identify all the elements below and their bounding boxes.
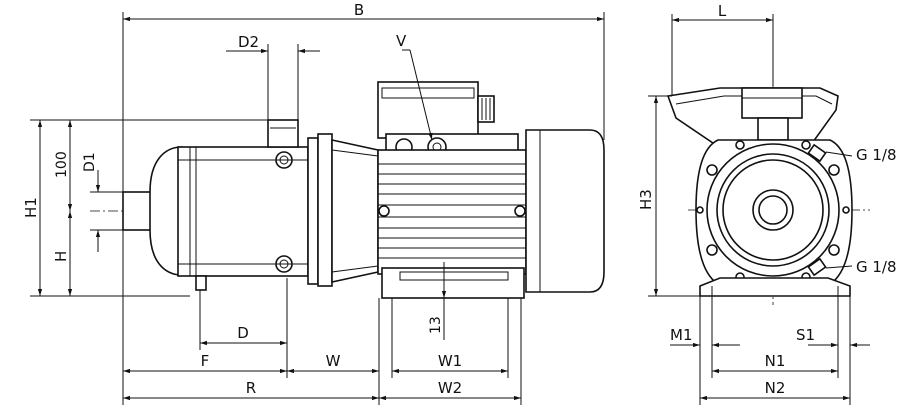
front-dimensions: L H3 G 1/8 G 1/8 M1 S1 N1 N2 <box>637 2 897 405</box>
side-view <box>90 81 605 299</box>
label-D2: D2 <box>238 33 259 51</box>
label-W2: W2 <box>438 379 462 397</box>
label-V: V <box>396 32 407 50</box>
front-base <box>699 277 851 297</box>
discharge-outlet <box>267 119 299 148</box>
label-H: H <box>52 251 70 262</box>
suction-nozzle <box>122 191 152 231</box>
label-M1: M1 <box>670 326 693 344</box>
body-foot <box>195 275 207 291</box>
label-L: L <box>718 2 727 20</box>
label-H3: H3 <box>637 189 655 210</box>
label-W1: W1 <box>438 352 462 370</box>
pump-body <box>177 146 309 277</box>
motor-body <box>377 149 527 275</box>
g18-plug-top <box>807 143 827 163</box>
label-B: B <box>354 1 364 19</box>
flange-outer <box>307 137 319 285</box>
lantern <box>331 139 379 283</box>
body-bolt-bottom <box>275 255 293 273</box>
label-D1: D1 <box>82 152 98 172</box>
front-inlet-inner <box>758 195 788 225</box>
terminal-box <box>377 81 479 139</box>
label-D: D <box>237 324 249 342</box>
label-H1: H1 <box>22 197 40 218</box>
label-R: R <box>246 379 256 397</box>
label-100: 100 <box>54 151 70 178</box>
label-N1: N1 <box>765 352 786 370</box>
label-13: 13 <box>428 316 444 334</box>
front-outlet <box>757 117 789 141</box>
front-inlet-outer <box>752 189 794 231</box>
side-dimensions: B D2 V H1 100 D1 H <box>22 1 605 405</box>
body-bolt-top <box>275 151 293 169</box>
front-ring-outer <box>706 143 840 277</box>
fan-cover <box>525 129 605 293</box>
motor-cooling-fins <box>378 163 526 259</box>
motor-foot <box>381 267 525 299</box>
label-S1: S1 <box>796 326 815 344</box>
label-W: W <box>326 352 341 370</box>
label-g18-top: G 1/8 <box>856 146 897 164</box>
g18-plug-bottom <box>807 257 827 277</box>
front-view <box>666 86 870 305</box>
label-F: F <box>201 352 210 370</box>
label-N2: N2 <box>765 379 786 397</box>
label-g18-bottom: G 1/8 <box>856 258 897 276</box>
dim-line-V <box>409 49 433 141</box>
flange-inner <box>317 133 333 287</box>
front-bolts <box>696 140 850 282</box>
front-ring-middle <box>716 153 830 267</box>
